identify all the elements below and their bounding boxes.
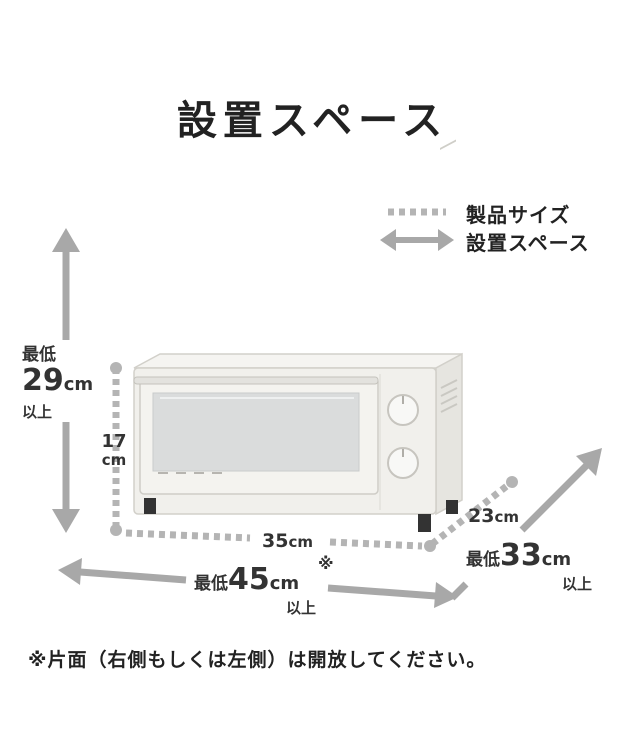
depth-arrow-upper-segment <box>519 461 591 533</box>
width-product-label: 35cm <box>262 530 313 552</box>
legend-arrowhead-left <box>380 229 396 251</box>
height-arrowhead-bottom <box>52 509 80 533</box>
temperature-knob <box>387 447 419 479</box>
oven-foot-front-right <box>418 514 431 532</box>
width-space-mark: ※ <box>318 554 334 573</box>
oven-foot-back-right <box>446 500 458 514</box>
depth-space-unit: cm <box>541 549 572 570</box>
legend-install-space: 設置スペース <box>466 231 590 255</box>
depth-arrowhead-top <box>576 448 602 476</box>
width-space-label: 最低45cm <box>194 562 299 597</box>
height-space-suffix: 以上 <box>22 403 53 421</box>
width-space-value: 45 <box>228 562 270 597</box>
depth-space-label: 最低33cm <box>466 538 571 573</box>
dotted-width-line-right <box>329 538 423 550</box>
dot-corner-bottom-left <box>110 524 122 536</box>
height-space-prefix: 最低 <box>22 345 56 365</box>
dot-corner-back <box>506 476 518 488</box>
width-space-unit: cm <box>269 573 300 594</box>
depth-product-unit: cm <box>494 508 519 526</box>
dot-corner-bottom-right <box>424 540 436 552</box>
width-arrowhead-left <box>58 558 82 585</box>
oven-side <box>435 352 463 516</box>
width-space-suffix: 以上 <box>286 599 317 617</box>
dotted-width-line-left <box>125 529 251 542</box>
page-title: 設置スペース <box>176 98 449 144</box>
footnote: ※片面（右側もしくは左側）は開放してください。 <box>28 649 487 671</box>
width-space-prefix: 最低 <box>194 574 228 594</box>
oven-handle <box>133 376 379 385</box>
side-vent-1 <box>440 139 456 151</box>
height-space-unit: cm <box>63 374 94 395</box>
width-arrowhead-right <box>434 582 458 608</box>
depth-product-value: 23 <box>468 505 495 527</box>
width-arrow-right-segment <box>327 584 437 600</box>
legend-arrowhead-right <box>438 229 454 251</box>
depth-arrow-lower-segment <box>449 581 469 601</box>
dot-corner-top <box>110 362 122 374</box>
legend-product-size: 製品サイズ <box>466 203 571 227</box>
timer-knob <box>387 394 419 426</box>
oven-top <box>133 353 463 369</box>
width-product-value: 35 <box>262 530 289 552</box>
width-product-unit: cm <box>288 533 313 551</box>
height-space-label: 最低 29cm 以上 <box>22 340 108 422</box>
oven-window <box>152 392 360 472</box>
height-product-unit: cm <box>101 451 127 469</box>
depth-space-prefix: 最低 <box>466 550 500 570</box>
height-arrowhead-top <box>52 228 80 252</box>
height-space-value: 29 <box>22 363 64 398</box>
oven-foot-left <box>144 498 156 514</box>
dotted-depth-line <box>429 479 515 547</box>
width-arrow-left-segment <box>79 568 187 584</box>
height-product-label: 17 cm <box>98 431 130 469</box>
depth-product-label: 23cm <box>468 505 519 527</box>
height-product-value: 17 <box>101 431 127 452</box>
depth-space-suffix: 以上 <box>562 575 593 593</box>
depth-space-value: 33 <box>500 538 542 573</box>
